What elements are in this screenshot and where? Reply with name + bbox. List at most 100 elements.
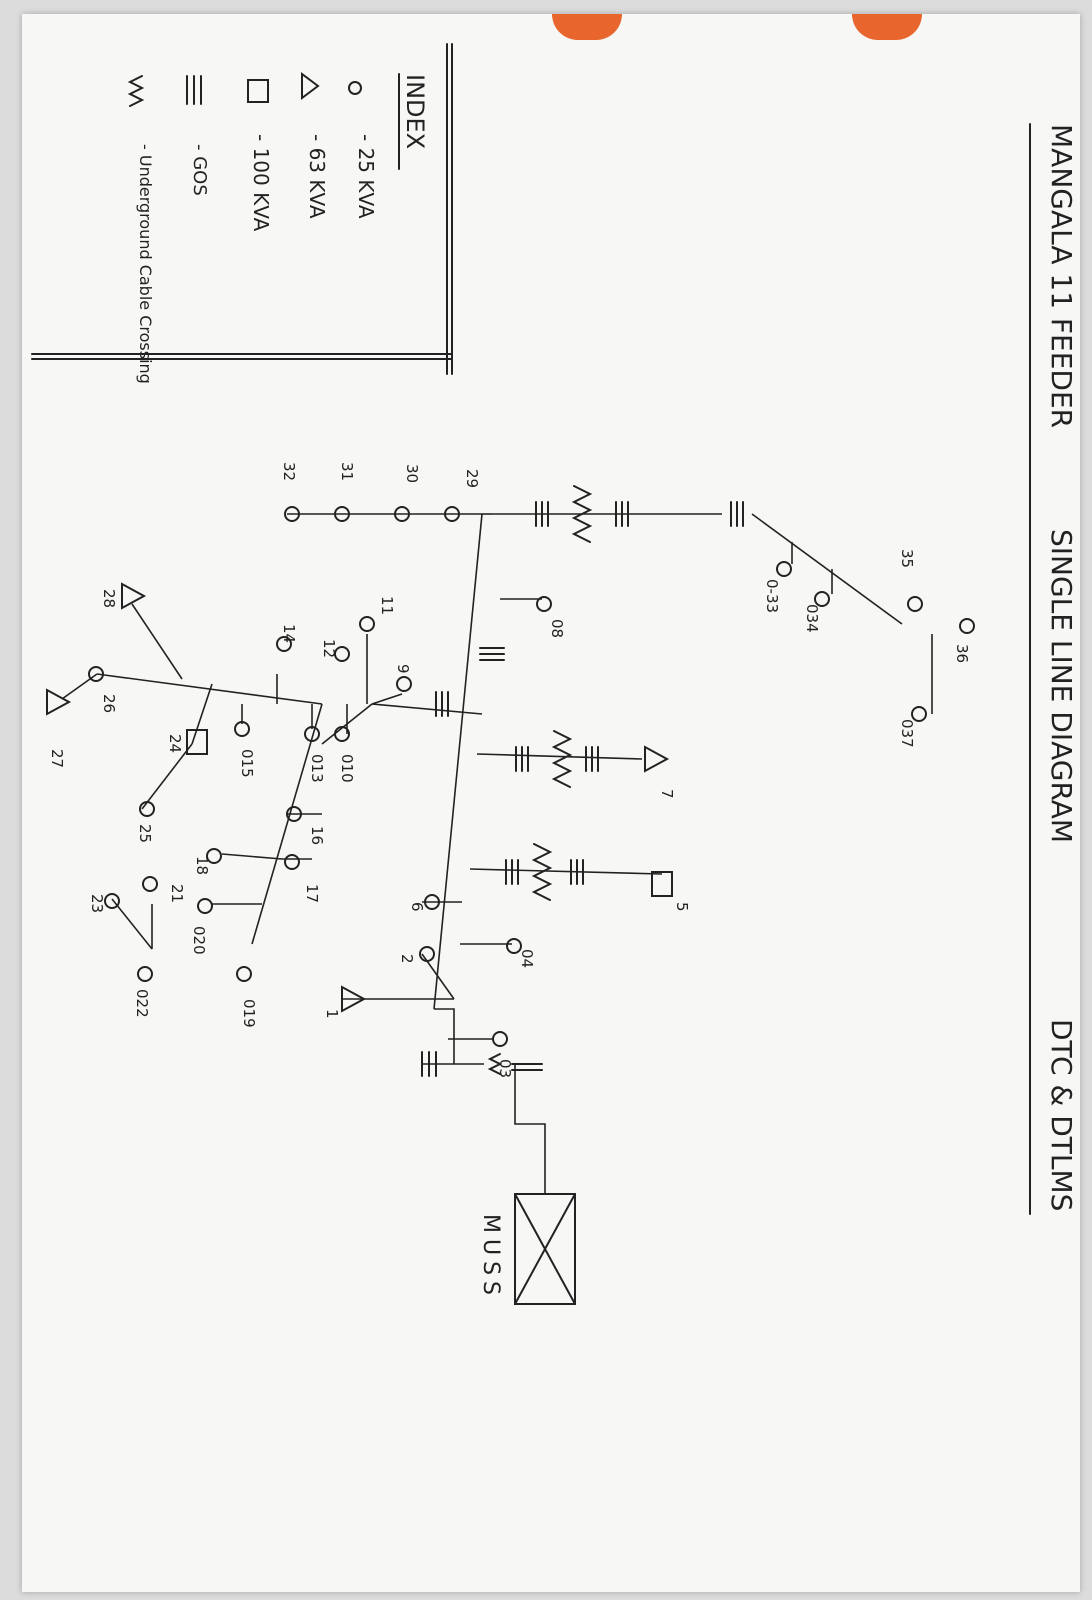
triangle-icon [301,72,320,100]
node-label-group: 7 [658,789,676,799]
node-label-group: 17 [303,884,321,903]
node-label: 034 [803,604,821,633]
circle-icon [284,854,300,870]
gos-icon [186,75,202,105]
circle-icon [142,876,158,892]
node-label-group: 29 [463,469,481,488]
node-label: 28 [100,589,118,608]
branch-line [751,513,903,625]
node-label: 019 [240,999,258,1028]
index-heading: INDEX [401,74,429,149]
node-label: 30 [403,464,421,483]
circle-icon [276,636,292,652]
triangle-icon [46,688,72,716]
node-label-group: 21 [168,884,186,903]
circle-icon [814,591,830,607]
node-label: 26 [100,694,118,713]
branch-line [469,868,663,875]
node-label: 6 [408,902,426,912]
zigzag-icon [127,75,145,107]
circle-icon [104,893,120,909]
title-part1: MANGALA 11 FEEDER [1045,124,1078,428]
branch-line [251,703,323,945]
node-label: 11 [378,596,396,615]
branch-line [221,853,283,860]
node-label: 9 [394,664,412,674]
paper-clip [852,14,922,40]
node-label-group: 26 [100,694,118,713]
node-label: 32 [280,462,298,481]
triangle-icon [341,985,367,1013]
index-box: INDEX - 25 KVA - 63 KVA - 100 KVA - GOS … [31,43,453,384]
node-label-group: 36 [953,644,971,663]
branch-line [131,603,183,680]
node-label-group: 015 [238,749,256,778]
index-item-text: - GOS [189,144,210,196]
node-label-group: 5 [673,902,691,912]
circle-icon [284,506,300,522]
index-item-text: - 63 KVA [305,134,329,219]
title-part2: SINGLE LINE DIAGRAM [1045,529,1078,843]
node-label-group: 14 [280,624,298,643]
title: MANGALA 11 FEEDER SINGLE LINE DIAGRAM DT… [1029,123,1078,1215]
circle-icon [359,616,375,632]
title-part3: DTC & DTLMS [1045,1019,1078,1211]
zigzag-icon [531,843,553,901]
node-label-group: 32 [280,462,298,481]
node-label: 35 [898,549,916,568]
node-label: 29 [463,469,481,488]
node-label-group: 2 [398,954,416,964]
node-label-group: 022 [133,989,151,1018]
circle-icon [234,721,250,737]
node-label: 013 [308,754,326,783]
circle-icon [959,618,975,634]
single-line-diagram: MANGALA 11 FEEDER SINGLE LINE DIAGRAM DT… [31,43,1078,1305]
node-label: 04 [518,949,536,968]
circle-icon [137,966,153,982]
index-item-text: - 25 KVA [354,134,378,219]
node-label: 08 [548,619,566,638]
circle-icon [206,848,222,864]
node-label-group: 24 [166,734,184,753]
node-label-group: 31 [338,462,356,481]
circle-icon [334,646,350,662]
circle-icon [334,726,350,742]
node-label-group: 12 [320,639,338,658]
branch-line [61,673,98,700]
index-item-text: - 100 KVA [249,134,273,232]
circle-icon [236,966,252,982]
node-label: 1 [323,1009,341,1019]
node-label: 36 [953,644,971,663]
node-label-group: 16 [308,826,326,845]
node-label-group: 020 [190,926,208,955]
node-label: 27 [48,749,66,768]
substation: MUSS [421,1008,576,1305]
zigzag-icon [551,730,573,788]
circle-icon [911,706,927,722]
node-label: 21 [168,884,186,903]
node-label-group: 034 [803,604,821,633]
node-label-group: 11 [378,596,396,615]
node-label-group: 03 [496,1059,514,1078]
node-label-group: 6 [408,902,426,912]
node-label: 14 [280,624,298,643]
node-label-group: 35 [898,549,916,568]
node-label-group: 1 [323,1009,341,1019]
circle-icon [506,938,522,954]
node-label-group: 019 [240,999,258,1028]
node-label: 022 [133,989,151,1018]
circle-icon [334,506,350,522]
square-icon [247,79,269,103]
node-label: 12 [320,639,338,658]
paper-clip [552,14,622,40]
circle-icon [396,676,412,692]
node-label-group: 28 [100,589,118,608]
circle-icon [419,946,435,962]
branch-line [371,703,483,715]
diagram-paper: MANGALA 11 FEEDER SINGLE LINE DIAGRAM DT… [22,14,1080,1592]
circle-icon [907,596,923,612]
node-label: 015 [238,749,256,778]
circle-icon [139,801,155,817]
triangle-icon [644,745,670,773]
node-label-group: 27 [48,749,66,768]
